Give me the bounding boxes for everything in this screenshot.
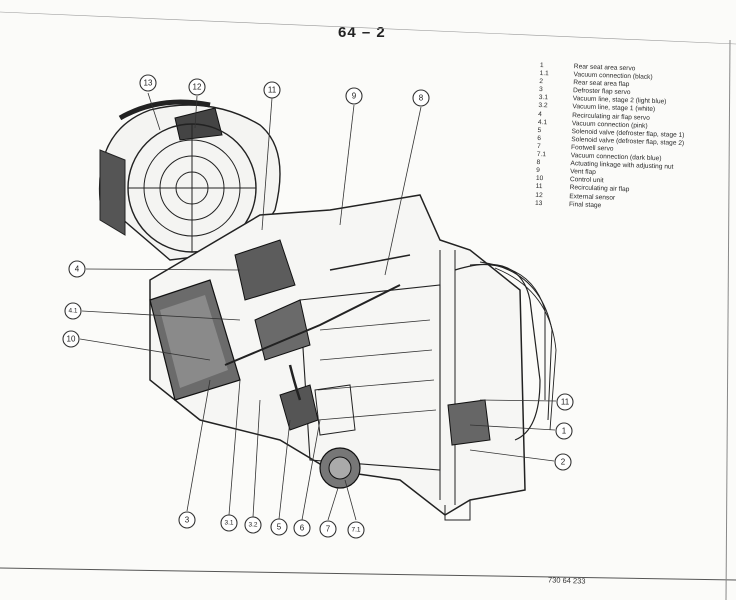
svg-text:13: 13 bbox=[144, 79, 153, 88]
actuating-linkage bbox=[224, 254, 411, 401]
callout-4.1: 4.1 bbox=[64, 302, 82, 320]
svg-text:2: 2 bbox=[561, 458, 566, 467]
callout-6: 6 bbox=[293, 519, 311, 537]
callout-8: 8 bbox=[412, 89, 430, 107]
air-ducts bbox=[454, 261, 557, 441]
svg-text:3.2: 3.2 bbox=[248, 522, 257, 529]
callout-9: 9 bbox=[345, 87, 363, 105]
callout-10: 10 bbox=[62, 330, 80, 348]
svg-text:7.1: 7.1 bbox=[351, 527, 360, 534]
footwell-servo bbox=[319, 447, 361, 489]
svg-text:11: 11 bbox=[268, 86, 277, 95]
svg-text:11: 11 bbox=[561, 398, 570, 407]
callout-3.1: 3.1 bbox=[220, 514, 238, 532]
leader-lines bbox=[79, 92, 557, 521]
blower-fan-grille bbox=[127, 123, 257, 253]
svg-text:10: 10 bbox=[67, 335, 76, 344]
callout-4: 4 bbox=[68, 260, 86, 278]
callout-11-right: 11 bbox=[556, 393, 574, 411]
callout-2: 2 bbox=[554, 453, 572, 471]
callout-1: 1 bbox=[555, 422, 573, 440]
svg-text:12: 12 bbox=[193, 83, 202, 92]
callout-3: 3 bbox=[178, 511, 196, 529]
svg-text:4: 4 bbox=[75, 265, 80, 274]
callout-5: 5 bbox=[270, 518, 288, 536]
control-unit bbox=[447, 399, 491, 446]
callout-7.1: 7.1 bbox=[347, 521, 365, 539]
callout-3.2: 3.2 bbox=[244, 516, 262, 534]
svg-text:4.1: 4.1 bbox=[68, 308, 77, 315]
solenoid-valves bbox=[279, 384, 356, 436]
svg-text:6: 6 bbox=[300, 524, 305, 533]
svg-text:7: 7 bbox=[326, 525, 331, 534]
figure-code: 730 64 233 bbox=[547, 575, 586, 586]
svg-text:3.1: 3.1 bbox=[224, 520, 233, 527]
svg-text:1: 1 bbox=[562, 427, 567, 436]
svg-text:5: 5 bbox=[277, 523, 282, 532]
svg-text:9: 9 bbox=[352, 92, 357, 101]
svg-text:3: 3 bbox=[185, 516, 190, 525]
vacuum-servo-unit bbox=[234, 239, 311, 361]
callout-7: 7 bbox=[319, 520, 337, 538]
callout-11-top: 11 bbox=[263, 81, 281, 99]
callout-12: 12 bbox=[188, 78, 206, 96]
svg-text:8: 8 bbox=[419, 94, 424, 103]
callout-13: 13 bbox=[139, 74, 157, 92]
